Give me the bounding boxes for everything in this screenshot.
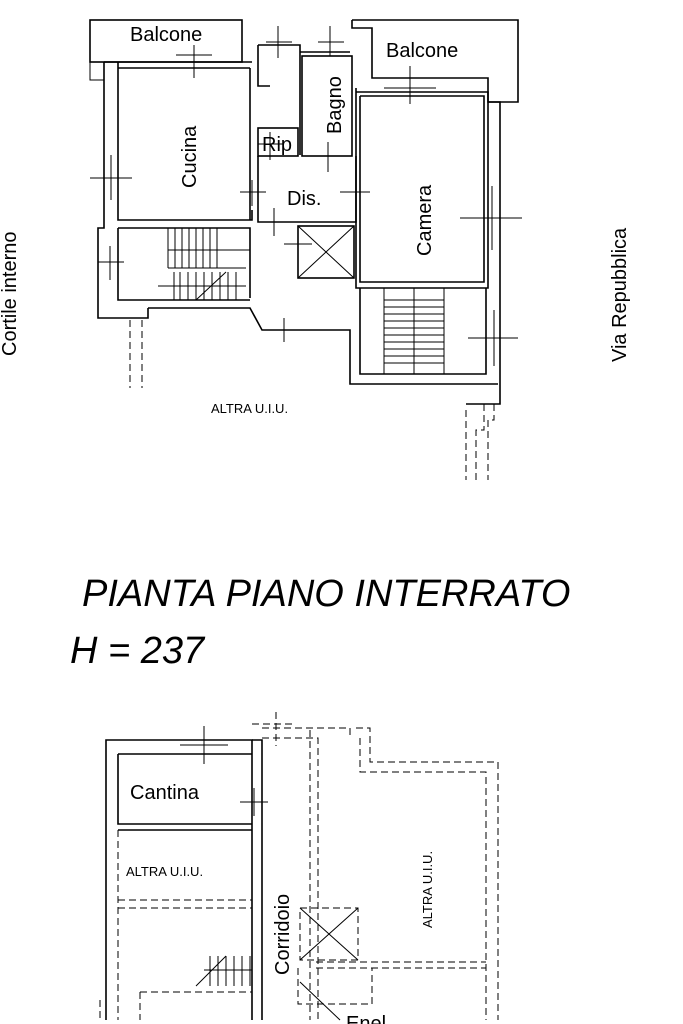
label-cucina: Cucina xyxy=(179,125,201,188)
basement-openings xyxy=(180,726,341,1021)
label-rip: Rip xyxy=(262,134,292,156)
label-balcone-left: Balcone xyxy=(130,24,202,46)
basement-lift xyxy=(299,907,359,961)
label-balcone-right: Balcone xyxy=(386,40,458,62)
upper-stairs-left xyxy=(167,228,250,301)
label-via-repubblica: Via Repubblica xyxy=(609,227,631,362)
label-camera: Camera xyxy=(414,184,436,256)
basement-stairs xyxy=(195,955,252,987)
label-cortile-interno: Cortile interno xyxy=(0,231,21,356)
plan-title: PIANTA PIANO INTERRATO xyxy=(82,573,570,615)
upper-openings xyxy=(90,26,522,366)
label-altra-uiu-right: ALTRA U.I.U. xyxy=(420,851,435,928)
height-label: H = 237 xyxy=(70,630,206,672)
upper-floor-walls xyxy=(89,19,519,480)
basement-walls xyxy=(99,712,499,1020)
label-cantina: Cantina xyxy=(130,782,200,804)
label-altra-uiu-left: ALTRA U.I.U. xyxy=(126,864,203,879)
label-enel: Enel xyxy=(346,1013,386,1024)
label-corridoio: Corridoio xyxy=(272,894,294,975)
upper-stairs-right xyxy=(383,288,445,374)
label-altra-uiu-upper: ALTRA U.I.U. xyxy=(211,401,288,416)
label-bagno: Bagno xyxy=(324,76,346,134)
label-dis: Dis. xyxy=(287,188,321,210)
